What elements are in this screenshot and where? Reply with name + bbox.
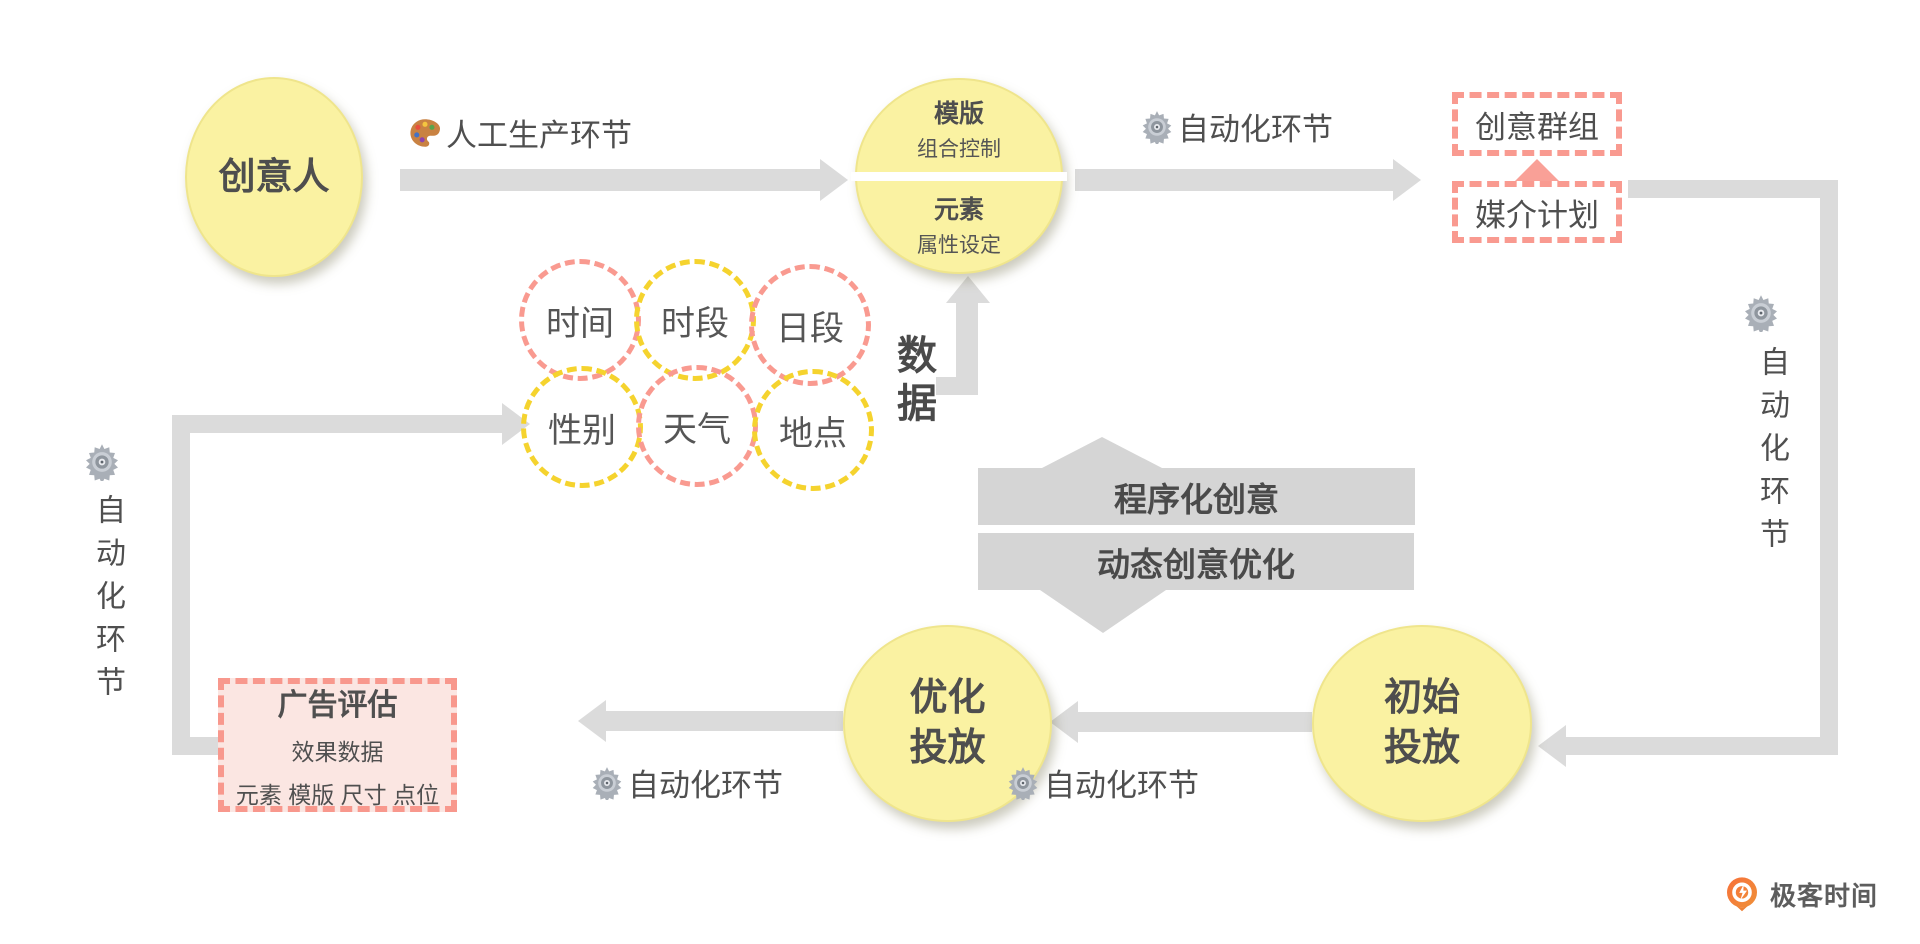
gear-icon xyxy=(1008,766,1038,800)
geektime-logo-icon xyxy=(1725,875,1759,914)
gear-icon xyxy=(592,766,622,800)
auto-step-label-right-vertical: 自动化环节 xyxy=(1755,346,1788,561)
palette-icon xyxy=(410,118,441,147)
auto-step-label-top: 自动化环节 xyxy=(1140,104,1333,149)
data-tag-label: 数据 xyxy=(891,334,935,430)
media-plan-label: 媒介计划 xyxy=(1475,197,1599,233)
template-subtitle: 组合控制 xyxy=(917,137,1001,161)
auto-step-label-left-vertical: 自动化环节 xyxy=(91,494,124,709)
group-plan-link-triangle xyxy=(1515,159,1559,181)
ad-evaluation-box: 广告评估 效果数据 元素 模版 尺寸 点位 xyxy=(218,678,457,812)
programmatic-creative-bar: 程序化创意 xyxy=(978,468,1415,525)
initial-launch-line2: 投放 xyxy=(1383,726,1460,769)
left-loop-top-segment xyxy=(172,415,502,433)
arrow-template-to-group-shaft xyxy=(1075,169,1393,191)
template-bottom-half: 元素 属性设定 xyxy=(857,176,1061,272)
template-top-half: 模版 组合控制 xyxy=(857,80,1061,176)
element-title: 元素 xyxy=(933,195,984,224)
geektime-brand: 极客时间 xyxy=(1722,874,1878,914)
ad-evaluation-title: 广告评估 xyxy=(277,689,398,722)
data-circle-weather: 天气 xyxy=(636,365,758,487)
arrow-initial-to-optimize-head xyxy=(1050,701,1078,743)
optimize-launch-line1: 优化 xyxy=(909,677,986,720)
left-loop-bottom-segment xyxy=(172,737,220,755)
element-subtitle: 属性设定 xyxy=(917,233,1001,257)
data-circle-timeslot: 时段 xyxy=(634,259,756,381)
right-loop-top-segment xyxy=(1628,180,1838,198)
ad-evaluation-sub2: 元素 模版 尺寸 点位 xyxy=(235,782,440,808)
initial-launch-line1: 初始 xyxy=(1383,677,1460,720)
template-divider-line xyxy=(851,172,1067,181)
right-loop-bottom-segment xyxy=(1566,737,1838,755)
data-circle-time: 时间 xyxy=(519,259,641,381)
gear-icon xyxy=(1745,295,1777,332)
auto-step-label: 自动化环节 xyxy=(628,768,783,803)
creative-person-node: 创意人 xyxy=(185,77,363,277)
right-loop-arrow-head xyxy=(1538,725,1566,767)
data-circle-location: 地点 xyxy=(752,369,874,491)
data-arrow-head xyxy=(946,276,990,303)
left-loop-vertical-segment xyxy=(172,415,190,755)
ad-evaluation-sub1: 效果数据 xyxy=(291,739,384,765)
data-circle-timeslot-label: 时段 xyxy=(661,304,729,343)
data-circle-gender: 性别 xyxy=(521,366,643,488)
arrow-initial-to-optimize-shaft xyxy=(1078,712,1312,732)
initial-launch-node: 初始 投放 xyxy=(1312,625,1532,822)
creative-group-box: 创意群组 xyxy=(1452,92,1622,156)
data-circle-time-label: 时间 xyxy=(546,304,614,343)
data-circle-weather-label: 天气 xyxy=(663,410,731,449)
arrow-person-to-template-shaft xyxy=(400,169,820,191)
auto-step-label: 自动化环节 xyxy=(1178,112,1333,147)
dynamic-creative-optimization-label: 动态创意优化 xyxy=(1097,545,1295,583)
right-loop-vertical-segment xyxy=(1820,180,1838,755)
data-arrow-vertical xyxy=(956,302,978,395)
dynamic-creative-optimization-bar: 动态创意优化 xyxy=(978,533,1414,590)
creative-group-label: 创意群组 xyxy=(1475,109,1599,145)
arrow-optimize-to-evaluation-shaft xyxy=(606,711,843,731)
gear-icon xyxy=(86,444,118,481)
template-title: 模版 xyxy=(933,99,984,128)
banner-diamond-bottom xyxy=(1040,590,1166,633)
gear-icon xyxy=(1142,110,1172,144)
data-circle-location-label: 地点 xyxy=(779,414,847,453)
banner-diamond-top xyxy=(1042,437,1162,468)
arrow-template-to-group-head xyxy=(1393,159,1421,201)
arrow-person-to-template-head xyxy=(820,159,848,201)
data-circle-dayslot: 日段 xyxy=(749,264,871,386)
creative-person-label: 创意人 xyxy=(218,155,330,197)
geektime-brand-label: 极客时间 xyxy=(1770,880,1879,911)
programmatic-creative-label: 程序化创意 xyxy=(1114,480,1279,518)
auto-step-label-bottom-right: 自动化环节 xyxy=(1006,760,1199,805)
manual-step-label: 人工生产环节 xyxy=(446,118,632,153)
data-circle-gender-label: 性别 xyxy=(548,411,616,450)
arrow-optimize-to-evaluation-head xyxy=(578,700,606,742)
media-plan-box: 媒介计划 xyxy=(1452,181,1622,243)
manual-step-label-group: 人工生产环节 xyxy=(408,110,632,155)
optimize-launch-line2: 投放 xyxy=(909,726,986,769)
auto-step-label-bottom-left: 自动化环节 xyxy=(590,760,783,805)
data-circle-dayslot-label: 日段 xyxy=(776,309,844,348)
auto-step-label: 自动化环节 xyxy=(1044,768,1199,803)
